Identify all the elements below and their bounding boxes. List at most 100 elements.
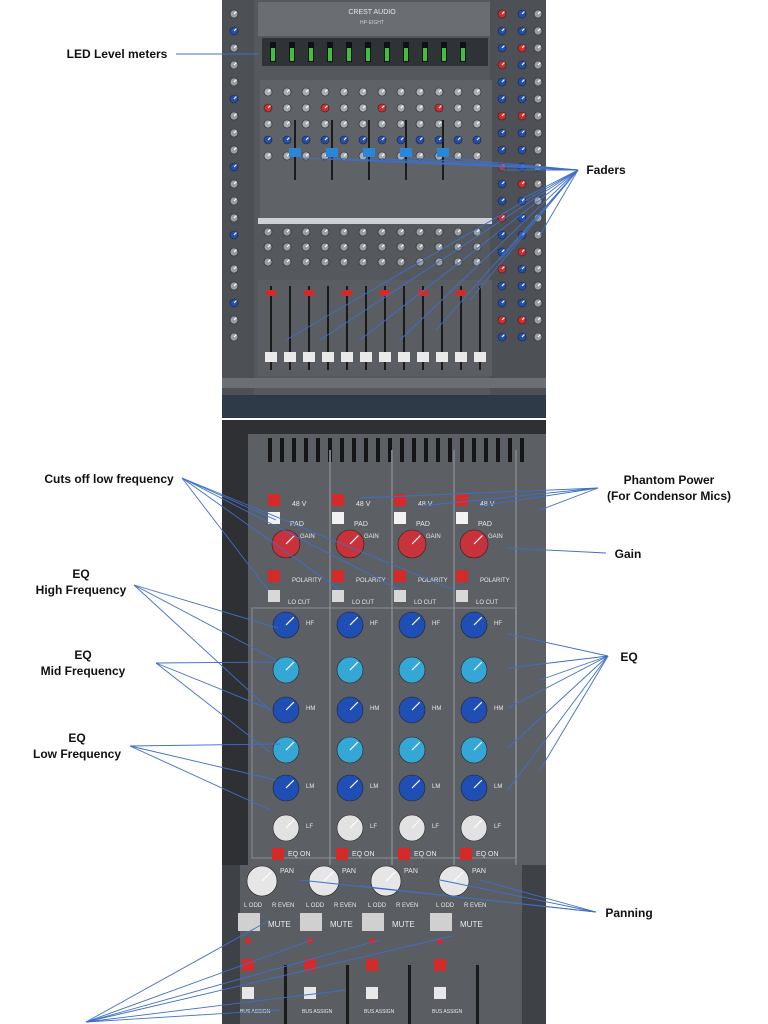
- pad-text: PAD: [478, 521, 492, 528]
- console-knob-pointer: [233, 300, 237, 304]
- console-knob-pointer: [521, 113, 525, 117]
- pan-knob-pointer: [453, 871, 464, 882]
- console-knob-pointer: [233, 334, 237, 338]
- console-knob-pointer: [438, 89, 442, 93]
- console-knob-pointer: [537, 11, 541, 15]
- fader-track: [284, 965, 287, 1024]
- console-knob-pointer: [438, 105, 442, 109]
- phantom-text: 48 V: [292, 501, 307, 508]
- bus-m-button: [304, 959, 316, 971]
- console-knob-pointer: [537, 96, 541, 100]
- console-overview-photo: CREST AUDIO HP-EIGHT: [222, 0, 546, 418]
- eq-knob-pointer: [473, 779, 483, 789]
- lo-cut-text: LO CUT: [414, 600, 436, 606]
- label-phantom-line1: Phantom Power: [623, 473, 715, 487]
- eq-on-button: [460, 848, 472, 860]
- gain-text: GAIN: [426, 534, 441, 540]
- lo-cut-button: [456, 590, 468, 602]
- mute-led: [369, 938, 375, 944]
- eq-knob-pointer: [285, 661, 295, 671]
- vent-slot: [496, 438, 500, 462]
- eq-band-text: LF: [432, 824, 439, 830]
- polarity-text: POLARITY: [356, 578, 386, 584]
- fader-cap: [455, 352, 467, 362]
- console-knob-pointer: [476, 121, 480, 125]
- fader-cap: [379, 352, 391, 362]
- bus-assign-text: BUS ASSIGN: [240, 1009, 271, 1015]
- eq-on-text: EQ ON: [288, 851, 311, 858]
- l-odd-text: L ODD: [436, 903, 455, 909]
- eq-on-text: EQ ON: [414, 851, 437, 858]
- label-led-level-meters: LED Level meters: [66, 47, 168, 61]
- l-odd-text: L ODD: [306, 903, 325, 909]
- console-knob-pointer: [521, 28, 525, 32]
- polarity-button: [268, 570, 280, 582]
- eq-knob-pointer: [473, 701, 483, 711]
- pan-knob-pointer: [385, 871, 396, 882]
- label-eq-mid: EQ Mid Frequency: [30, 647, 136, 679]
- bus-m-button: [242, 959, 254, 971]
- console-knob-pointer: [438, 137, 442, 141]
- console-knob-pointer: [343, 153, 347, 157]
- console-knob-pointer: [381, 121, 385, 125]
- annotation-line: [539, 655, 609, 771]
- eq-band-text: HF: [306, 621, 314, 627]
- console-knob-pointer: [419, 105, 423, 109]
- gain-knob-pointer: [473, 535, 483, 545]
- eq-band-text: LF: [370, 824, 377, 830]
- polarity-button: [394, 570, 406, 582]
- led-meter-bar: [366, 48, 370, 61]
- vent-slot: [316, 438, 320, 462]
- vent-slot: [376, 438, 380, 462]
- console-knob-pointer: [267, 137, 271, 141]
- console-knob-pointer: [343, 121, 347, 125]
- vent-slot: [388, 438, 392, 462]
- console-knob-pointer: [501, 79, 505, 83]
- console-knob-pointer: [457, 121, 461, 125]
- console-knob-pointer: [476, 137, 480, 141]
- console-knob-pointer: [305, 121, 309, 125]
- console-knob-pointer: [267, 229, 271, 233]
- console-knob-pointer: [286, 137, 290, 141]
- r-even-text: R EVEN: [396, 903, 418, 909]
- phantom-button: [268, 494, 280, 506]
- model-label: HP-EIGHT: [360, 20, 384, 26]
- pan-text: PAN: [280, 868, 294, 875]
- console-knob-pointer: [381, 153, 385, 157]
- console-knob-pointer: [400, 137, 404, 141]
- fader-cap-blue: [437, 148, 449, 157]
- console-knob-pointer: [233, 11, 237, 15]
- fader-cap-blue: [326, 148, 338, 157]
- console-knob-pointer: [419, 137, 423, 141]
- mute-button: [456, 290, 466, 296]
- console-knob-pointer: [343, 105, 347, 109]
- vent-slot: [508, 438, 512, 462]
- eq-band-text: LF: [306, 824, 313, 830]
- eq-on-text: EQ ON: [476, 851, 499, 858]
- led-meter-bar: [290, 48, 294, 61]
- lo-cut-text: LO CUT: [352, 600, 374, 606]
- vent-slot: [472, 438, 476, 462]
- bus-lr-button: [366, 987, 378, 999]
- eq-knob-pointer: [285, 616, 295, 626]
- vent-slot: [304, 438, 308, 462]
- phantom-button: [332, 494, 344, 506]
- eq-knob-pointer: [349, 779, 359, 789]
- console-knob-pointer: [501, 28, 505, 32]
- fader-track: [408, 965, 411, 1024]
- phantom-text: 48 V: [356, 501, 371, 508]
- gain-text: GAIN: [364, 534, 379, 540]
- pad-button: [332, 512, 344, 524]
- eq-knob-pointer: [349, 701, 359, 711]
- polarity-text: POLARITY: [480, 578, 510, 584]
- console-knob-pointer: [457, 105, 461, 109]
- bus-assign-text: BUS ASSIGN: [364, 1009, 395, 1015]
- console-knob-pointer: [400, 89, 404, 93]
- console-knob-pointer: [233, 147, 237, 151]
- console-knob-pointer: [233, 249, 237, 253]
- bus-lr-button: [304, 987, 316, 999]
- label-eq-high-line1: EQ: [72, 567, 90, 581]
- label-eq-low: EQ Low Frequency: [24, 730, 130, 762]
- lo-cut-button: [394, 590, 406, 602]
